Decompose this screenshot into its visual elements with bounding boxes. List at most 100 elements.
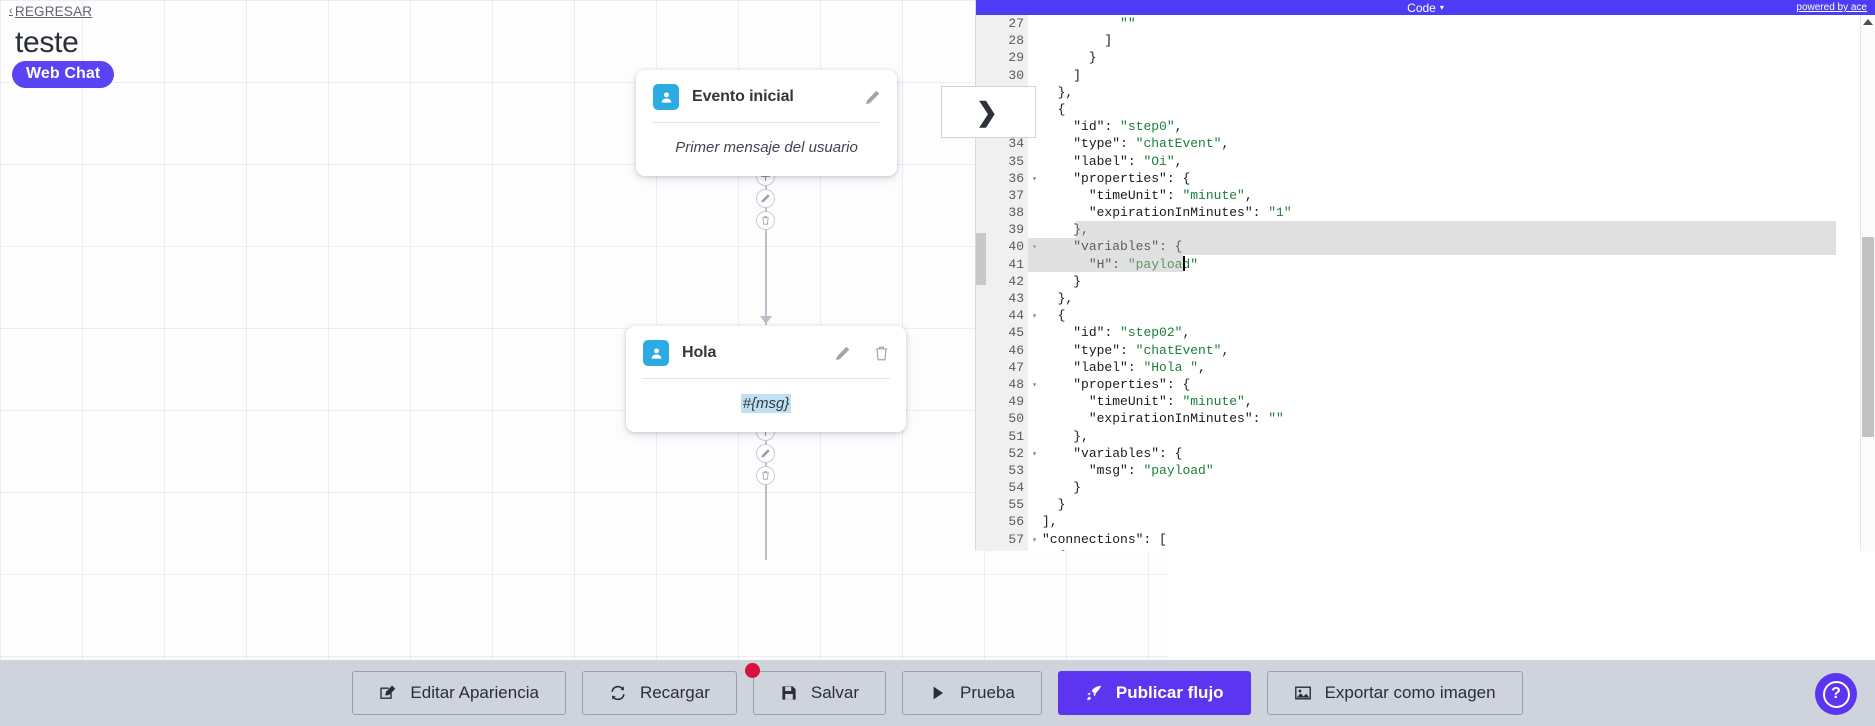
scroll-up-icon[interactable] xyxy=(1863,19,1873,25)
fold-toggle-icon[interactable]: ▾ xyxy=(1032,380,1037,390)
code-line[interactable]: 49 "timeUnit": "minute", xyxy=(976,393,1875,411)
edit-square-icon xyxy=(379,684,397,702)
code-line[interactable]: 47 "label": "Hola ", xyxy=(976,358,1875,376)
code-line[interactable]: 32▾ { xyxy=(976,100,1875,119)
help-button[interactable]: ? xyxy=(1815,673,1857,715)
edit-icon[interactable] xyxy=(756,189,775,208)
code-line[interactable]: 30 ] xyxy=(976,66,1875,84)
fold-toggle-icon[interactable]: ▾ xyxy=(1032,243,1037,253)
publish-flow-button[interactable]: Publicar flujo xyxy=(1057,671,1251,715)
code-line-list[interactable]: 27 ""28 ]29 }30 ]31 },32▾ {33 "id": "ste… xyxy=(976,15,1875,551)
back-link[interactable]: ‹ REGRESAR xyxy=(9,4,92,19)
flow-node-hola[interactable]: Hola #{msg} xyxy=(626,326,906,432)
code-line-text: } xyxy=(1042,497,1066,513)
reload-button[interactable]: Recargar xyxy=(581,671,737,715)
code-line-text: "properties": { xyxy=(1073,376,1191,392)
line-number: 50 xyxy=(976,410,1028,428)
code-line-text: "label": "Oi", xyxy=(1073,153,1183,169)
code-line-text: "timeUnit": "minute", xyxy=(1088,187,1253,203)
save-button[interactable]: Salvar xyxy=(744,663,887,715)
line-number: 42 xyxy=(976,272,1028,290)
edit-icon[interactable] xyxy=(756,444,775,463)
question-mark-icon: ? xyxy=(1822,680,1850,708)
code-line-text: } xyxy=(1042,480,1082,496)
node-body-text: #{msg} xyxy=(626,379,906,432)
fold-toggle-icon[interactable]: ▾ xyxy=(1032,449,1037,459)
code-line-text: ] xyxy=(1042,67,1082,83)
code-line[interactable]: 44▾ { xyxy=(976,307,1875,325)
line-number: 35 xyxy=(976,152,1028,170)
code-line[interactable]: 29 } xyxy=(976,49,1875,67)
flow-node-evento-inicial[interactable]: Evento inicial Primer mensaje del usuari… xyxy=(636,70,897,176)
code-line[interactable]: 37 "timeUnit": "minute", xyxy=(976,186,1875,205)
node-header: Hola xyxy=(626,326,906,378)
code-line-text: }, xyxy=(1042,84,1074,100)
code-line[interactable]: 42 } xyxy=(976,272,1875,290)
edit-icon[interactable] xyxy=(834,345,851,362)
code-line[interactable]: 43 }, xyxy=(976,290,1875,308)
line-number: 45 xyxy=(976,324,1028,342)
fold-toggle-icon[interactable]: ▾ xyxy=(1032,312,1037,322)
page-title: teste xyxy=(15,26,79,59)
delete-icon[interactable] xyxy=(873,345,890,362)
code-line-text: "variables": { xyxy=(1073,239,1183,255)
gutter-selection-marker xyxy=(976,233,986,285)
line-number: 27 xyxy=(976,15,1028,33)
image-icon xyxy=(1294,684,1312,702)
edit-icon[interactable] xyxy=(864,89,881,106)
fold-toggle-icon[interactable]: ▾ xyxy=(1032,174,1037,184)
code-mode-dropdown[interactable]: Code ▾ xyxy=(1407,1,1444,15)
line-number: 36▾ xyxy=(976,169,1037,187)
node-divider xyxy=(642,378,890,379)
code-editor[interactable]: 27 ""28 ]29 }30 ]31 },32▾ {33 "id": "ste… xyxy=(976,15,1875,551)
code-line[interactable]: 27 "" xyxy=(976,15,1875,33)
scrollbar-thumb[interactable] xyxy=(1862,237,1874,437)
code-line[interactable]: 40▾ "variables": { xyxy=(976,238,1875,256)
edge-actions-1[interactable] xyxy=(756,167,775,230)
code-line[interactable]: 55 } xyxy=(976,496,1875,514)
code-line[interactable]: 46 "type": "chatEvent", xyxy=(976,341,1875,359)
delete-icon[interactable] xyxy=(756,211,775,230)
code-line[interactable]: 45 "id": "step02", xyxy=(976,324,1875,342)
code-line[interactable]: 28 ] xyxy=(976,32,1875,50)
code-scrollbar[interactable] xyxy=(1860,15,1875,551)
code-line[interactable]: 34 "type": "chatEvent", xyxy=(976,135,1875,153)
code-line[interactable]: 39 }, xyxy=(976,221,1875,239)
node-title: Evento inicial xyxy=(692,88,794,105)
code-line[interactable]: 36▾ "properties": { xyxy=(976,169,1875,187)
line-number: 58▾ xyxy=(976,547,1028,551)
code-line-text: }, xyxy=(1042,428,1089,444)
code-line-text: ] xyxy=(1042,33,1113,49)
chevron-left-icon: ‹ xyxy=(9,5,13,17)
code-line[interactable]: 58▾ { xyxy=(976,547,1875,551)
powered-by-link[interactable]: powered by ace xyxy=(1796,2,1867,13)
code-editor-panel: Code ▾ powered by ace 27 ""28 ]29 }30 ]3… xyxy=(975,0,1875,551)
code-line[interactable]: 57▾"connections": [ xyxy=(976,530,1875,548)
code-line[interactable]: 50 "expirationInMinutes": "" xyxy=(976,410,1875,428)
test-button[interactable]: Prueba xyxy=(902,671,1042,715)
line-number: 41 xyxy=(976,255,1028,273)
code-line[interactable]: 35 "label": "Oi", xyxy=(976,152,1875,170)
line-number: 52▾ xyxy=(976,444,1037,462)
code-line[interactable]: 41 "H": "payload" xyxy=(976,255,1875,273)
save-icon xyxy=(780,684,798,702)
edit-appearance-button[interactable]: Editar Apariencia xyxy=(352,671,566,715)
code-line[interactable]: 48▾ "properties": { xyxy=(976,375,1875,394)
line-number: 37 xyxy=(976,186,1028,205)
code-line-text: { xyxy=(1042,308,1066,324)
export-image-button[interactable]: Exportar como imagen xyxy=(1266,671,1523,715)
code-line[interactable]: 33 "id": "step0", xyxy=(976,118,1875,136)
code-line[interactable]: 51 }, xyxy=(976,427,1875,445)
delete-icon[interactable] xyxy=(756,466,775,485)
code-line[interactable]: 56], xyxy=(976,513,1875,531)
fold-toggle-icon[interactable]: ▾ xyxy=(1032,535,1037,545)
code-line[interactable]: 53 "msg": "payload" xyxy=(976,461,1875,480)
code-line[interactable]: 54 } xyxy=(976,479,1875,497)
panel-collapse-toggle[interactable]: ❯ xyxy=(941,86,1036,138)
code-line[interactable]: 38 "expirationInMinutes": "1" xyxy=(976,204,1875,222)
code-line[interactable]: 52▾ "variables": { xyxy=(976,444,1875,462)
code-line-text: "id": "step0", xyxy=(1073,119,1183,135)
code-line[interactable]: 31 }, xyxy=(976,83,1875,101)
code-line-text: "variables": { xyxy=(1073,445,1183,461)
